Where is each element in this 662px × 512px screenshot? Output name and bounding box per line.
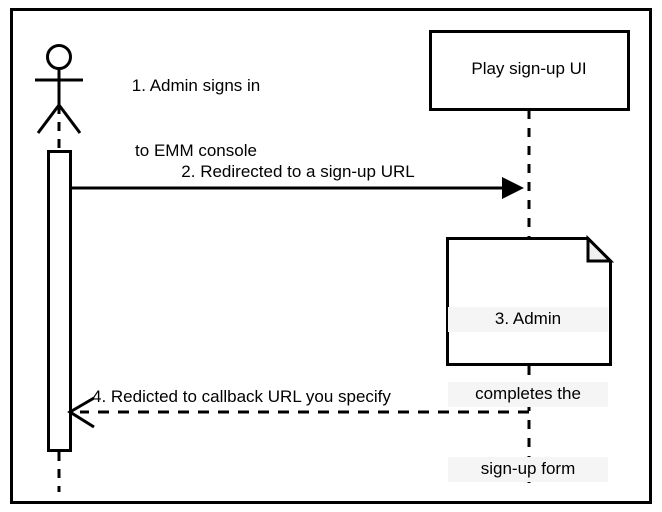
step-3-note-label: 3. Admin completes the sign-up form [448,257,608,512]
participant-label-play-signup-ui: Play sign-up UI [471,59,587,78]
step-3-line-2: completes the [448,381,608,407]
step-4-return-arrow [67,396,529,429]
step-1-line-2: to EMM console [135,140,257,160]
step-2-message-label: 2. Redirected to a sign-up URL [181,162,415,181]
step-3-note-shape [446,234,615,366]
step-2-message-arrow [70,177,524,199]
step-4-message-label: 4. Redicted to callback URL you specify [92,387,391,406]
actor-activation-bar [47,150,72,452]
participant-box-play-signup-ui[interactable] [429,30,630,111]
step-3-line-1: 3. Admin [448,306,608,332]
step-1-line-1: 1. Admin signs in [131,75,261,95]
step-3-line-3: sign-up form [448,456,608,482]
stick-figure-actor-icon [35,44,83,134]
step-1-annotation-label: 1. Admin signs in to EMM console [88,31,304,205]
